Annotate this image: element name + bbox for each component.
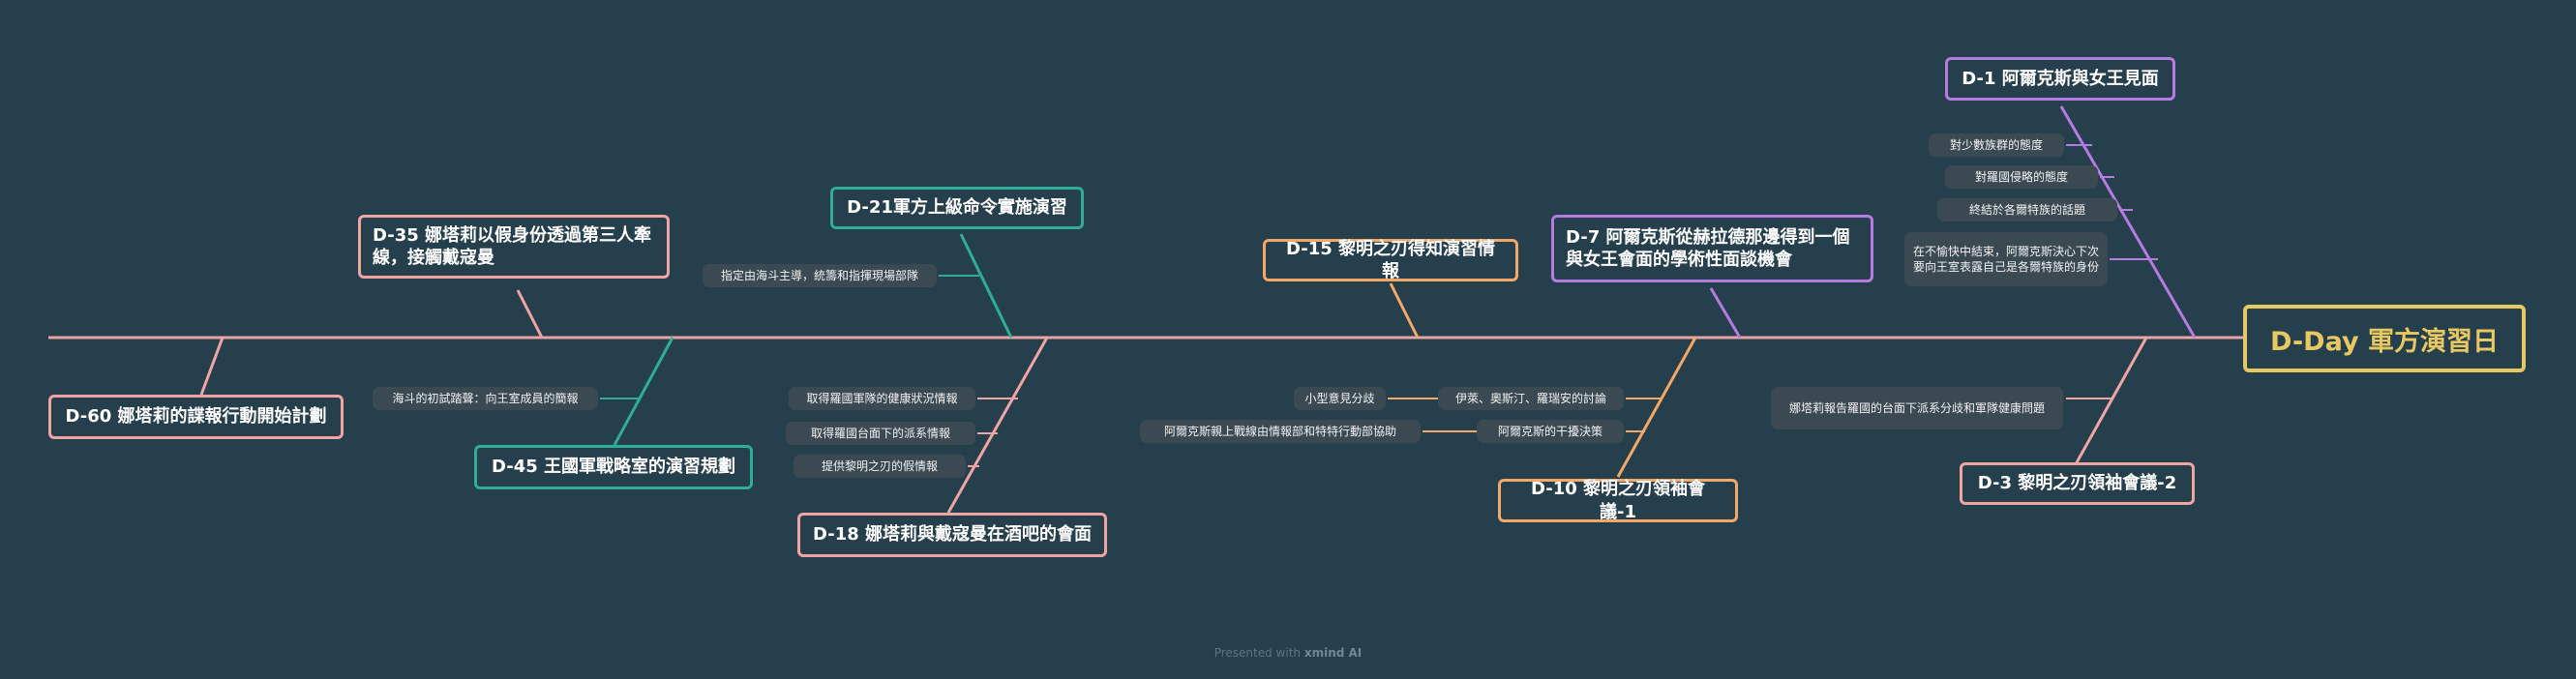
subtopic-d18-3[interactable]: 提供黎明之刃的假情報 [794,455,966,478]
subtopic-d1-3[interactable]: 終結於各爾特族的話題 [1937,198,2117,221]
subtopic-d1-4[interactable]: 在不愉快中結束，阿爾克斯決心下次要向王室表露自己是各爾特族的身份 [1904,232,2108,286]
branch-d15 [1389,282,1420,339]
subtopic-d3-1[interactable]: 娜塔莉報告羅國的台面下派系分歧和軍隊健康問題 [1771,387,2063,429]
branch-d10 [1616,337,1697,478]
topic-d15[interactable]: D-15 黎明之刃得知演習情報 [1263,239,1518,281]
footer-brand: xmind AI [1303,646,1363,660]
topic-d35[interactable]: D-35 娜塔莉以假身份透過第三人牽線，接觸戴寇曼 [358,215,670,279]
branch-d21 [959,233,1013,339]
topic-d18[interactable]: D-18 娜塔莉與戴寇曼在酒吧的會面 [797,513,1107,557]
topic-d21[interactable]: D-21軍方上級命令實施演習 [830,187,1084,229]
subtopic-d10-leaf-1[interactable]: 小型意見分歧 [1294,387,1386,410]
branch-d35 [516,289,544,339]
central-topic[interactable]: D-Day 軍方演習日 [2243,305,2526,372]
branch-d18 [946,337,1049,514]
branch-d7 [1709,287,1742,339]
subtopic-d10-leaf-2[interactable]: 阿爾克斯親上戰線由情報部和特特行動部協助 [1140,420,1421,443]
branch-d3 [2074,337,2148,465]
topic-d45[interactable]: D-45 王國軍戰略室的演習規劃 [474,445,753,489]
subtopic-d45-1[interactable]: 海斗的初試踏聲：向王室成員的簡報 [373,387,598,410]
subtopic-d10-1[interactable]: 伊萊、奧斯汀、羅瑞安的討論 [1438,387,1624,410]
subtopic-d18-1[interactable]: 取得羅國軍隊的健康狀況情報 [789,387,975,410]
topic-d7[interactable]: D-7 阿爾克斯從赫拉德那邊得到一個與女王會面的學術性面談機會 [1551,215,1873,282]
branch-d45 [613,337,674,446]
topic-d3[interactable]: D-3 黎明之刃領袖會議-2 [1960,462,2195,505]
subtopic-d10-2[interactable]: 阿爾克斯的干擾決策 [1477,420,1624,443]
branch-d60 [199,337,225,396]
topic-d1[interactable]: D-1 阿爾克斯與女王見面 [1945,57,2175,101]
footer-prefix: Presented with [1213,646,1302,660]
topic-d60[interactable]: D-60 娜塔莉的諜報行動開始計劃 [48,395,344,439]
subtopic-d1-1[interactable]: 對少數族群的態度 [1929,133,2064,157]
branch-d1 [2059,105,2197,339]
subtopic-d1-2[interactable]: 對羅國侵略的態度 [1945,165,2098,189]
subtopic-d21-1[interactable]: 指定由海斗主導，統籌和指揮現場部隊 [703,264,937,287]
topic-d10[interactable]: D-10 黎明之刃領袖會議-1 [1498,479,1738,522]
footer-credit: Presented with xmind AI [0,646,2576,660]
subtopic-d18-2[interactable]: 取得羅國台面下的派系情報 [786,422,975,445]
